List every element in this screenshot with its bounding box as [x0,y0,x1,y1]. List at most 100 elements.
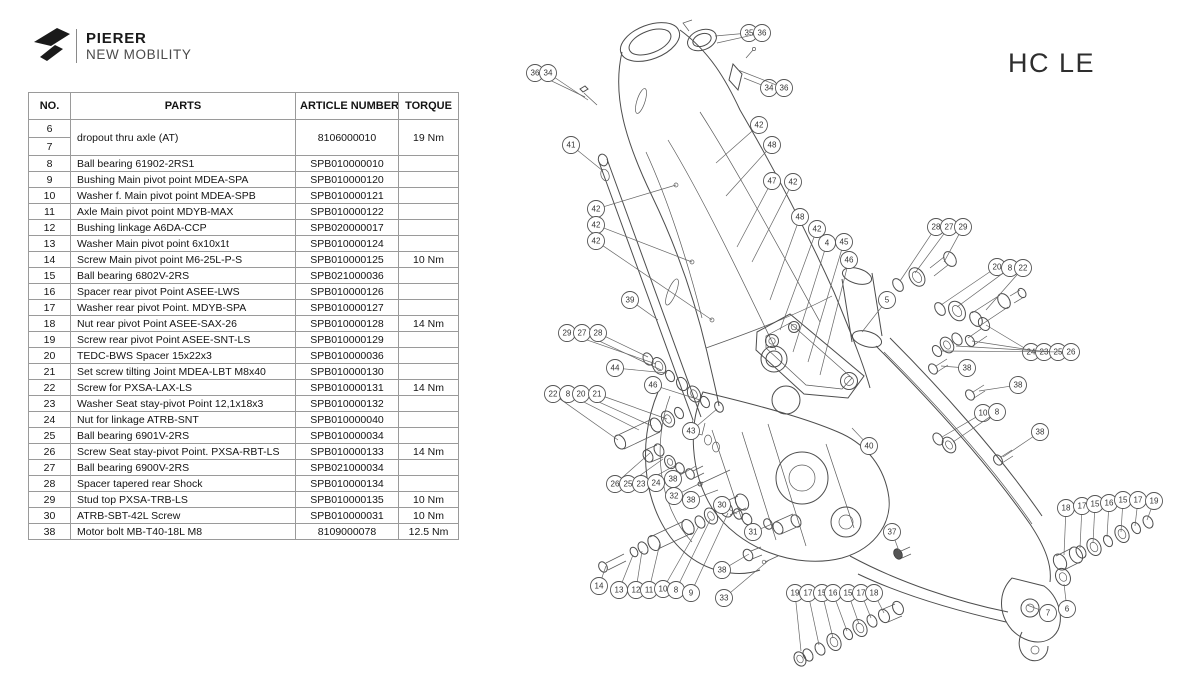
cell-article: SPB010000135 [295,491,399,508]
leader-line [807,250,842,363]
balloon-number: 15 [818,589,827,598]
balloon-number: 23 [637,480,646,489]
leader-line [894,539,900,552]
balloon-5 [878,291,896,309]
balloon-number: 46 [845,256,854,265]
balloon-28 [589,324,607,342]
balloon-number: 12 [632,586,641,595]
leader-line [725,151,767,197]
cell-article: SPB010000132 [295,395,399,412]
balloon-number: 34 [765,84,774,93]
balloon-number: 45 [840,238,849,247]
cell-no: 38 [28,523,71,540]
balloon-number: 38 [1014,381,1023,390]
balloon-47 [763,172,781,190]
leader-line [943,234,960,263]
balloon-41 [562,136,580,154]
cell-article: SPB020000017 [295,219,399,236]
balloon-number: 33 [720,594,729,603]
cell-torque: 14 Nm [398,443,459,460]
balloon-number: 8 [674,586,679,595]
balloon-number: 20 [993,263,1002,272]
leader-line [601,565,607,579]
rocker-link-part [755,313,865,415]
table-header-row: NO. PARTS ARTICLE NUMBER TORQUE [28,92,459,120]
balloon-number: 19 [791,589,800,598]
motor-area [645,391,890,574]
cell-article: SPB010000124 [295,235,399,252]
cell-article: SPB010000127 [295,299,399,316]
leader-line [737,69,777,86]
leader-line [941,416,976,438]
leader-line [1092,512,1095,544]
balloon-38 [682,491,700,509]
balloon-24 [647,474,665,492]
balloon-46 [644,376,662,394]
balloon-48 [791,208,809,226]
cell-torque: 19 Nm [398,119,459,156]
leader-line [877,600,885,614]
balloon-number: 47 [768,177,777,186]
balloon-7 [1039,604,1057,622]
balloon-number: 31 [749,528,758,537]
balloon-number: 8 [1008,264,1013,273]
balloon-40 [860,437,878,455]
leader-line [698,489,719,498]
balloon-number: 40 [865,442,874,451]
balloon-number: 5 [885,296,890,305]
leader-line [1063,516,1066,556]
cell-part: Spacer tapered rear Shock [70,475,296,492]
leader-line [1002,436,1034,458]
cell-article: SPB010000040 [295,411,399,428]
leader-line [621,452,651,479]
balloon-number: 8 [995,408,1000,417]
balloon-number: 42 [592,221,601,230]
leader-line [899,233,932,282]
cell-part: Washer Seat stay-pivot Point 12,1x18x3 [70,395,296,412]
balloon-number: 42 [592,237,601,246]
leader-line [559,398,619,441]
leader-line [795,601,802,652]
leader-line [769,224,798,301]
leader-line [694,512,729,586]
leader-line [729,509,738,515]
cell-part: Screw Seat stay-pivot Point. PXSA-RBT-LS [70,443,296,460]
balloon-22 [1014,259,1032,277]
cell-torque: 14 Nm [398,379,459,396]
cell-article: SPB010000122 [295,203,399,220]
leader-line [952,416,991,443]
balloon-number: 29 [959,223,968,232]
balloon-number: 27 [578,329,587,338]
frame-drawing [579,19,1061,662]
balloon-number: 10 [979,409,988,418]
cell-torque: 10 Nm [398,507,459,524]
leader-line [985,274,1018,311]
balloon-26 [1062,343,1080,361]
balloon-number: 26 [611,480,620,489]
balloon-number: 37 [888,528,897,537]
balloon-42 [750,116,768,134]
balloon-number: 24 [652,479,661,488]
leader-line [760,523,773,530]
cell-torque: 14 Nm [398,315,459,332]
balloon-number: 27 [945,223,954,232]
leader-line [604,184,677,207]
balloon-number: 36 [780,84,789,93]
cell-part: Ball bearing 61902-2RS1 [70,155,296,172]
balloon-number: 8 [566,390,571,399]
balloon-38 [958,359,976,377]
balloon-number: 44 [611,364,620,373]
balloon-46 [840,251,858,269]
leader-line [604,396,668,420]
leader-line [736,188,769,248]
balloon-19 [1145,492,1163,510]
balloon-number: 38 [1036,428,1045,437]
model-title: HC LE [1008,48,1096,78]
